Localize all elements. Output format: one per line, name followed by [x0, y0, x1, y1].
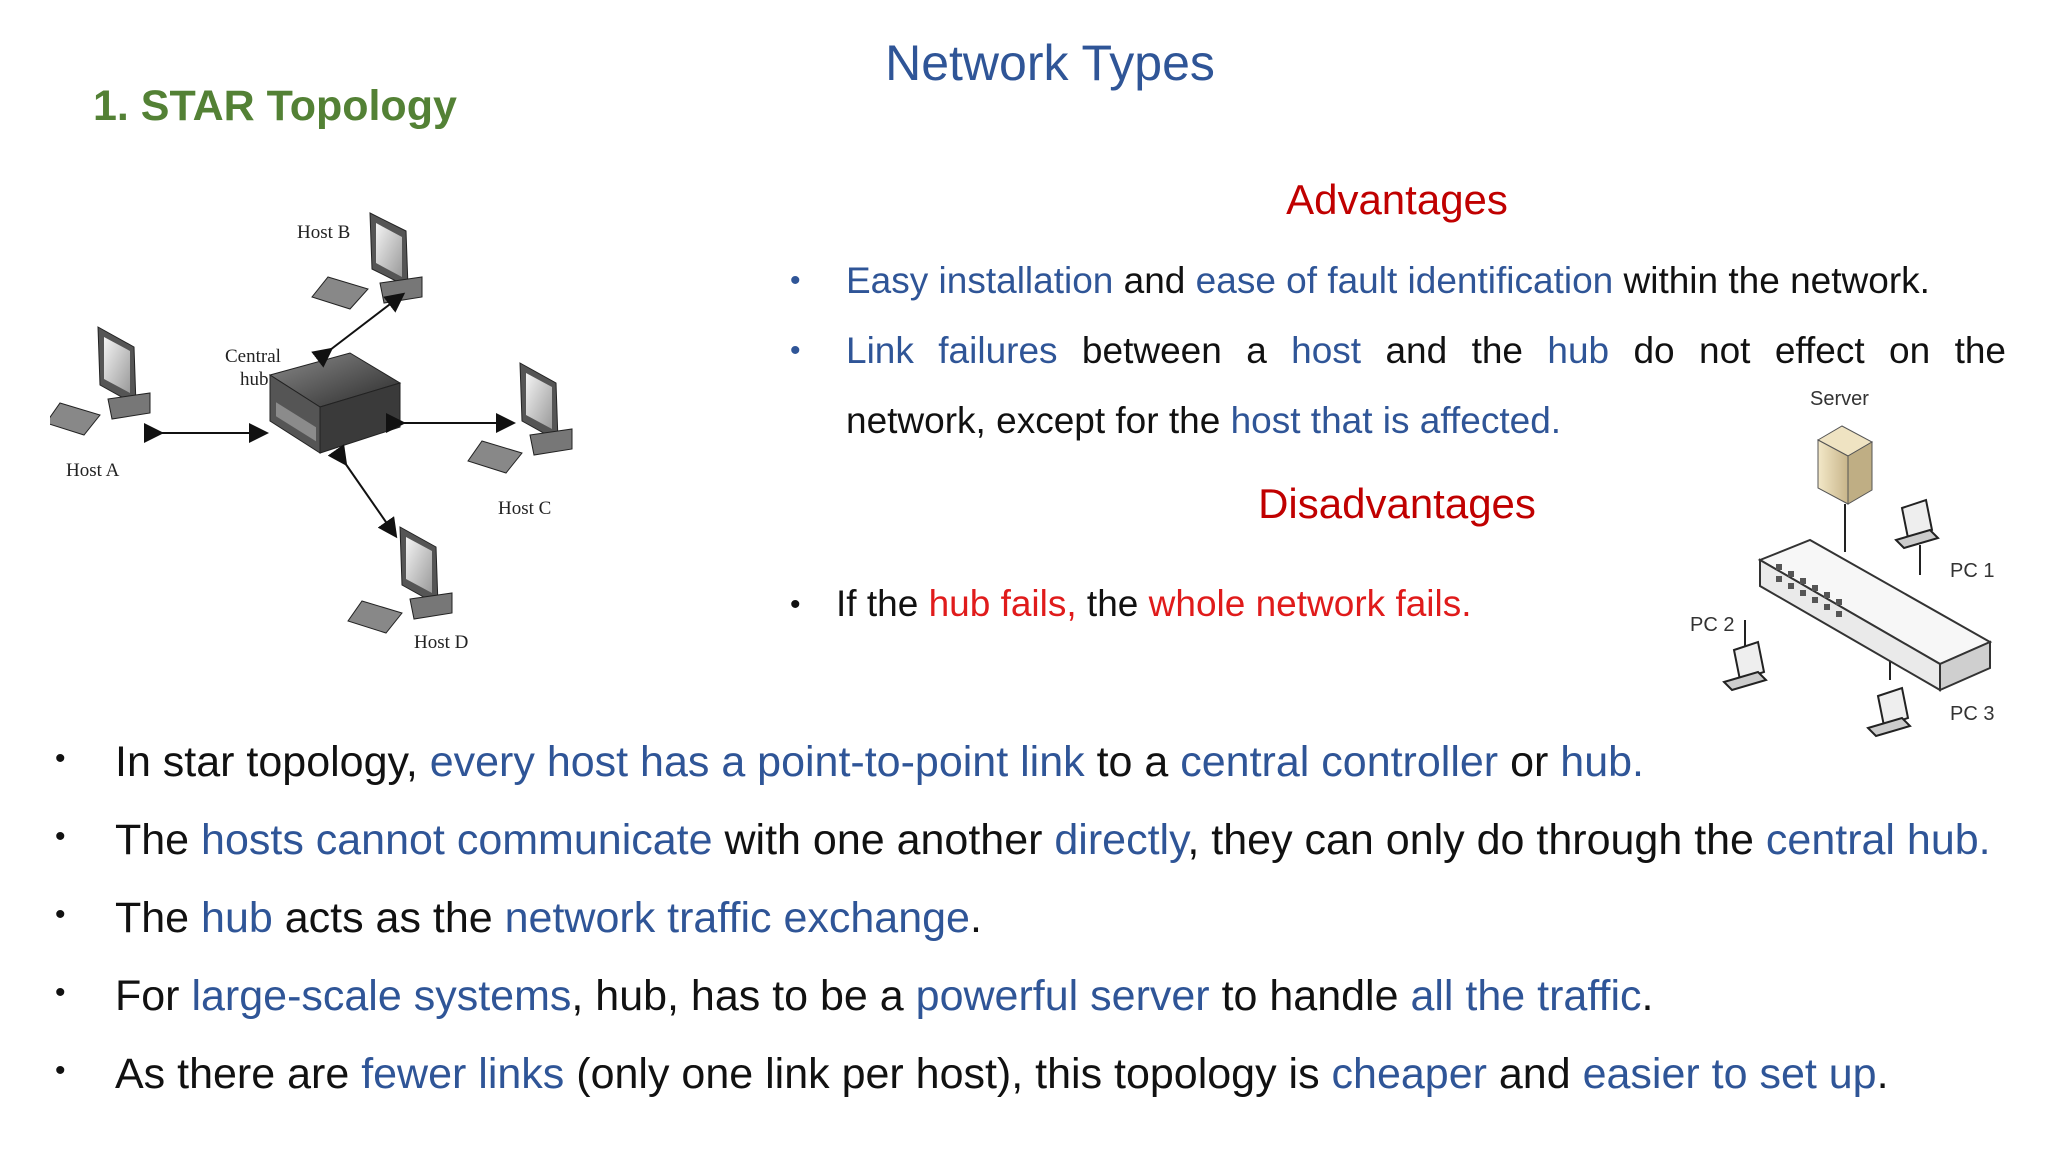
- bullet-2-part: , they can only do through the: [1187, 816, 1766, 864]
- bullet-5-part: .: [1876, 1050, 1889, 1098]
- server-switch-diagram: Server PC 1: [1690, 388, 1994, 738]
- adv2-word: and: [1385, 330, 1448, 371]
- bullet-dot: •: [55, 898, 66, 931]
- bullet-dot: •: [55, 1054, 66, 1087]
- bullet-3-part: .: [969, 894, 982, 942]
- star-topology-diagram: Host B Central hub Host A Host C Host D: [50, 212, 573, 653]
- adv2-word: the: [1954, 330, 2006, 371]
- advantage-item-2-line-1: Link failures between a host and the hub…: [846, 330, 2006, 372]
- bullet-1-part: to a: [1084, 738, 1181, 786]
- host-d-label: Host D: [414, 632, 468, 653]
- bullet-dot: •: [55, 820, 66, 853]
- bullet-dot: •: [55, 742, 66, 775]
- adv2-word: hub: [1547, 330, 1610, 371]
- bullet-5-part: and: [1486, 1050, 1583, 1098]
- pc2-icon: [1722, 640, 1768, 692]
- dis1-part-a: If the: [836, 583, 929, 624]
- pc2-label: PC 2: [1690, 614, 1734, 636]
- bullet-dot: •: [55, 976, 66, 1009]
- pc1-icon: [1894, 498, 1940, 550]
- host-c-label: Host C: [498, 498, 551, 519]
- bullet-5-part: easier to set up: [1582, 1050, 1877, 1098]
- bullet-1-part: or: [1498, 738, 1561, 786]
- host-c-computer-icon: [467, 362, 573, 474]
- central-hub-label-line2: hub: [240, 369, 269, 390]
- disadvantage-item-1: If the hub fails, the whole network fail…: [836, 583, 1472, 625]
- adv2-word: effect: [1774, 330, 1865, 371]
- adv2-word: on: [1889, 330, 1931, 371]
- bullet-1-part: every host has a point-to-point link: [429, 738, 1085, 786]
- section-title: 1. STAR Topology: [93, 82, 457, 130]
- bullet-2-part: directly: [1054, 816, 1188, 864]
- page-title: Network Types: [885, 35, 1215, 91]
- bullet-2-part: The: [115, 816, 202, 864]
- bullet-1-part: hub.: [1560, 738, 1644, 786]
- bullet-1-part: In star topology,: [115, 738, 430, 786]
- advantage-item-2-line-2: network, except for the host that is aff…: [846, 400, 1561, 442]
- bullet-3-part: acts as the: [272, 894, 505, 942]
- advantages-heading: Advantages: [1286, 176, 1508, 223]
- bullet-5-part: fewer links: [361, 1050, 565, 1098]
- disadvantages-heading: Disadvantages: [1258, 480, 1536, 527]
- bullet-5-part: As there are: [115, 1050, 362, 1098]
- bullet-4-part: all the traffic: [1410, 972, 1642, 1020]
- advantage-1-part-c: ease of fault identification: [1195, 260, 1614, 301]
- advantage-1-part-a: Easy installation: [846, 260, 1114, 301]
- bullet-4-part: .: [1641, 972, 1654, 1020]
- pc1-label: PC 1: [1950, 560, 1994, 582]
- bullet-2-part: with one another: [712, 816, 1055, 864]
- adv2-word: not: [1699, 330, 1751, 371]
- bullet-1-part: central controller: [1180, 738, 1499, 786]
- bullet-3-part: hub: [201, 894, 273, 942]
- adv2-word: a: [1246, 330, 1267, 371]
- bullet-2-part: central hub.: [1765, 816, 1991, 864]
- dis1-part-b: hub fails,: [928, 583, 1077, 624]
- bullet-4-part: to handle: [1209, 972, 1411, 1020]
- adv2-word: Link: [846, 330, 914, 371]
- advantage-1-part-b: and: [1113, 260, 1196, 301]
- host-b-label: Host B: [297, 222, 350, 243]
- host-a-label: Host A: [66, 460, 120, 481]
- bullet-5-part: cheaper: [1331, 1050, 1487, 1098]
- adv2-word: failures: [938, 330, 1058, 371]
- advantage-bullet-2: •: [790, 334, 801, 367]
- bullet-5-part: (only one link per host), this topology …: [564, 1050, 1332, 1098]
- bullet-3-part: The: [115, 894, 202, 942]
- advantage-1-part-d: within the network.: [1613, 260, 1930, 301]
- adv2-word: host: [1291, 330, 1362, 371]
- bullet-4-part: For: [115, 972, 192, 1020]
- server-icon: [1816, 425, 1874, 505]
- star-links: [144, 292, 516, 539]
- advantage-bullet-1: •: [790, 264, 801, 297]
- pc3-label: PC 3: [1950, 703, 1994, 725]
- bullet-4-part: large-scale systems: [191, 972, 572, 1020]
- disadvantage-bullet-1: •: [790, 588, 801, 621]
- adv2-word: do: [1633, 330, 1675, 371]
- bullet-4-part: , hub, has to be a: [571, 972, 916, 1020]
- central-hub-icon: [268, 352, 402, 454]
- dis1-part-c: the: [1076, 583, 1149, 624]
- host-d-computer-icon: [347, 526, 453, 634]
- bullet-2-part: hosts cannot communicate: [201, 816, 713, 864]
- advantage-item-1: Easy installation and ease of fault iden…: [846, 260, 1930, 302]
- dis1-part-d: whole network fails.: [1148, 583, 1472, 624]
- host-a-computer-icon: [50, 326, 151, 436]
- bullet-4-part: powerful server: [915, 972, 1210, 1020]
- adv2-word: the: [1471, 330, 1523, 371]
- bullet-3-part: network traffic exchange: [504, 894, 970, 942]
- pc3-icon: [1866, 686, 1912, 738]
- server-label: Server: [1810, 388, 1869, 410]
- adv2-line2-part-b: host that is affected.: [1230, 400, 1562, 441]
- adv2-line2-part-a: network, except for the: [846, 400, 1231, 441]
- network-switch-icon: [1757, 538, 1993, 692]
- adv2-word: between: [1081, 330, 1222, 371]
- central-hub-label-line1: Central: [225, 346, 281, 367]
